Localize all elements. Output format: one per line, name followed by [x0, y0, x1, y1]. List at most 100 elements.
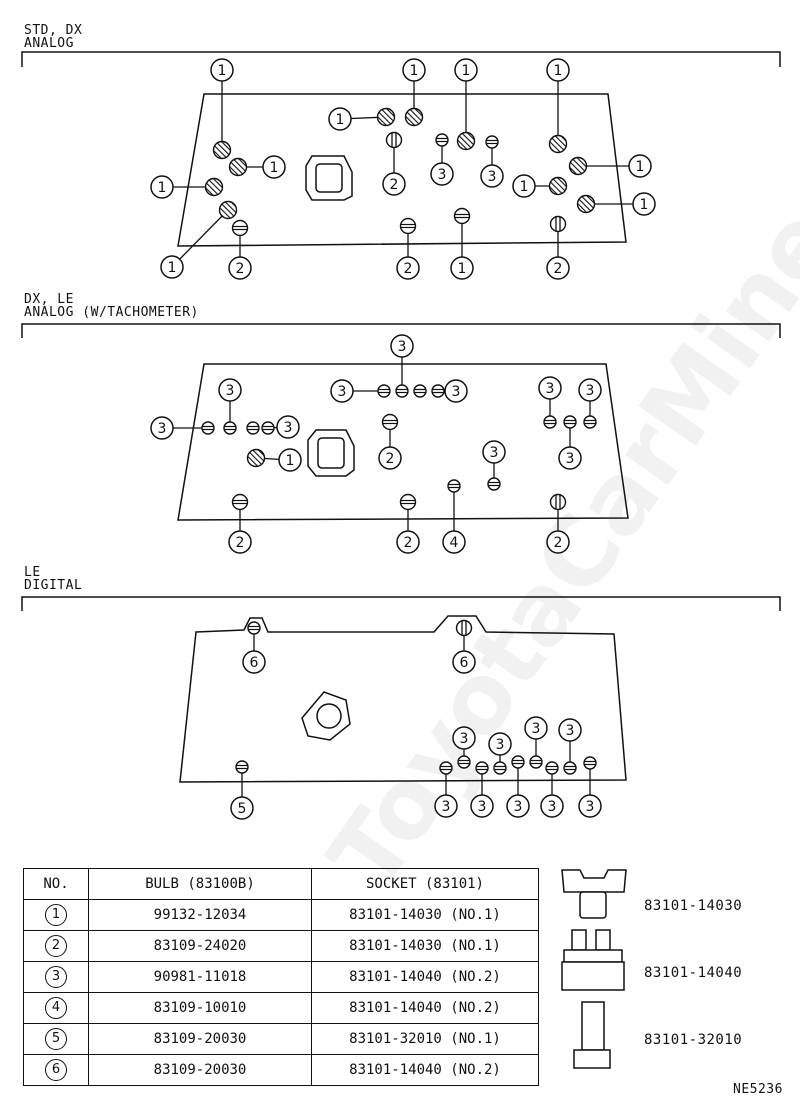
svg-text:3: 3	[158, 421, 167, 437]
callout-marker-3: 3	[390, 334, 414, 358]
bulb-socket-table: NO. BULB (83100B) SOCKET (83101) 1 99132…	[23, 868, 539, 1086]
svg-text:3: 3	[546, 381, 555, 397]
row-number-badge: 4	[45, 997, 67, 1019]
svg-text:3: 3	[338, 384, 347, 400]
callout-marker-3: 3	[480, 164, 504, 188]
bulb-part-cell: 90981-11018	[88, 961, 312, 993]
bulb-symbol	[583, 756, 597, 770]
bulb-symbol	[529, 755, 543, 769]
callout-marker-3: 3	[524, 716, 548, 740]
bulb-symbol	[455, 619, 473, 637]
svg-text:2: 2	[390, 177, 399, 193]
bulb-symbol	[431, 384, 445, 398]
callout-marker-3: 3	[434, 794, 458, 818]
svg-text:3: 3	[478, 799, 487, 815]
svg-text:2: 2	[236, 261, 245, 277]
svg-text:3: 3	[452, 384, 461, 400]
bulb-part-cell: 83109-20030	[88, 1023, 312, 1055]
callout-marker-2: 2	[382, 172, 406, 196]
cluster-outline-le-digital	[179, 615, 627, 783]
bulb-part-cell: 83109-10010	[88, 992, 312, 1024]
row-number-badge: 3	[45, 966, 67, 988]
callout-marker-5: 5	[230, 796, 254, 820]
switch-knob-1	[305, 155, 353, 201]
section-1-label-line2: ANALOG	[24, 36, 74, 51]
svg-text:3: 3	[460, 731, 469, 747]
svg-text:3: 3	[548, 799, 557, 815]
bulb-symbol	[543, 415, 557, 429]
callout-marker-1: 1	[278, 448, 302, 472]
callout-marker-2: 2	[546, 530, 570, 554]
svg-text:2: 2	[554, 535, 563, 551]
svg-text:3: 3	[398, 339, 407, 355]
bulb-symbol	[439, 761, 453, 775]
socket-83101-14030-drawing	[561, 869, 627, 919]
callout-marker-3: 3	[540, 794, 564, 818]
bulb-symbol	[568, 156, 588, 176]
callout-marker-2: 2	[546, 256, 570, 280]
socket-83101-32010-drawing	[573, 1001, 611, 1069]
svg-text:1: 1	[168, 260, 177, 276]
bulb-symbol	[247, 621, 261, 635]
header-socket: SOCKET (83101)	[311, 868, 539, 900]
callout-marker-3: 3	[150, 416, 174, 440]
svg-text:3: 3	[438, 167, 447, 183]
callout-marker-3: 3	[276, 415, 300, 439]
svg-text:1: 1	[554, 63, 563, 79]
bulb-symbol	[549, 493, 567, 511]
bulb-part-cell: 83109-20030	[88, 1054, 312, 1086]
callout-marker-6: 6	[452, 650, 476, 674]
callout-marker-2: 2	[396, 530, 420, 554]
socket-part-cell: 83101-14040 (NO.2)	[311, 961, 539, 993]
table-row: 5 83109-20030 83101-32010 (NO.1)	[23, 1023, 539, 1055]
bulb-symbol	[413, 384, 427, 398]
callout-marker-1: 1	[454, 58, 478, 82]
bulb-symbol	[457, 755, 471, 769]
svg-text:3: 3	[532, 721, 541, 737]
bulb-symbol	[563, 415, 577, 429]
socket-part-label-1: 83101-14030	[644, 898, 743, 914]
callout-marker-1: 1	[512, 174, 536, 198]
socket-part-cell: 83101-14040 (NO.2)	[311, 992, 539, 1024]
bulb-part-cell: 83109-24020	[88, 930, 312, 962]
callout-marker-6: 6	[242, 650, 266, 674]
bulb-symbol	[545, 761, 559, 775]
bulb-symbol	[395, 384, 409, 398]
bulb-symbols	[201, 107, 597, 775]
callout-marker-3: 3	[578, 378, 602, 402]
svg-text:1: 1	[520, 179, 529, 195]
table-row: 1 99132-12034 83101-14030 (NO.1)	[23, 899, 539, 931]
bulb-symbol	[549, 215, 567, 233]
svg-text:6: 6	[250, 655, 259, 671]
figure-code: NE5236	[733, 1082, 783, 1097]
callout-marker-1: 1	[210, 58, 234, 82]
section-3-label-line2: DIGITAL	[24, 578, 83, 593]
callout-marker-3: 3	[488, 732, 512, 756]
socket-part-cell: 83101-32010 (NO.1)	[311, 1023, 539, 1055]
row-number-badge: 6	[45, 1059, 67, 1081]
svg-text:2: 2	[554, 261, 563, 277]
svg-text:1: 1	[158, 180, 167, 196]
bulb-symbol	[487, 477, 501, 491]
bulb-symbol	[453, 207, 471, 225]
bulb-symbol	[376, 107, 396, 127]
svg-text:1: 1	[270, 160, 279, 176]
callout-marker-3: 3	[538, 376, 562, 400]
bulb-symbol	[231, 493, 249, 511]
bulb-symbol	[475, 761, 489, 775]
bulb-symbol	[246, 421, 260, 435]
section-2-label-line1: DX, LE	[24, 292, 74, 307]
bulb-symbol	[493, 761, 507, 775]
svg-text:3: 3	[566, 451, 575, 467]
svg-text:5: 5	[238, 801, 247, 817]
bulb-symbol	[201, 421, 215, 435]
bulb-symbol	[231, 219, 249, 237]
callout-marker-3: 3	[578, 794, 602, 818]
callout-marker-3: 3	[218, 378, 242, 402]
bulb-symbol	[381, 413, 399, 431]
callout-marker-3: 3	[330, 379, 354, 403]
callout-marker-1: 1	[328, 107, 352, 131]
callout-marker-1: 1	[546, 58, 570, 82]
callout-marker-1: 1	[402, 58, 426, 82]
